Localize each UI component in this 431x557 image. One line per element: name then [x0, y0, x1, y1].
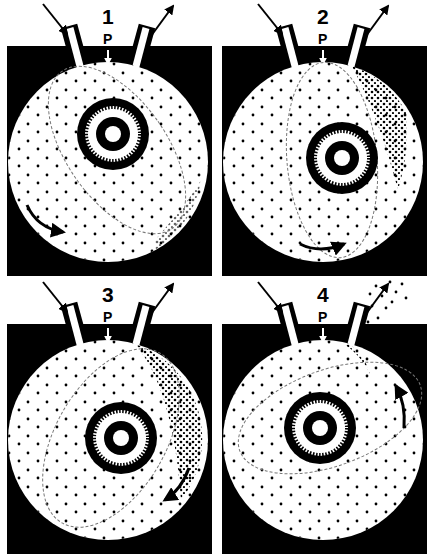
pressure-mark: P [318, 310, 327, 324]
pressure-mark: P [103, 310, 112, 324]
panel-number: 4 [317, 284, 329, 305]
panel-number: 1 [102, 6, 114, 27]
panel-number: 3 [102, 284, 114, 305]
pressure-mark: P [103, 32, 112, 46]
pressure-mark: P [318, 32, 327, 46]
panel-number: 2 [317, 6, 329, 27]
